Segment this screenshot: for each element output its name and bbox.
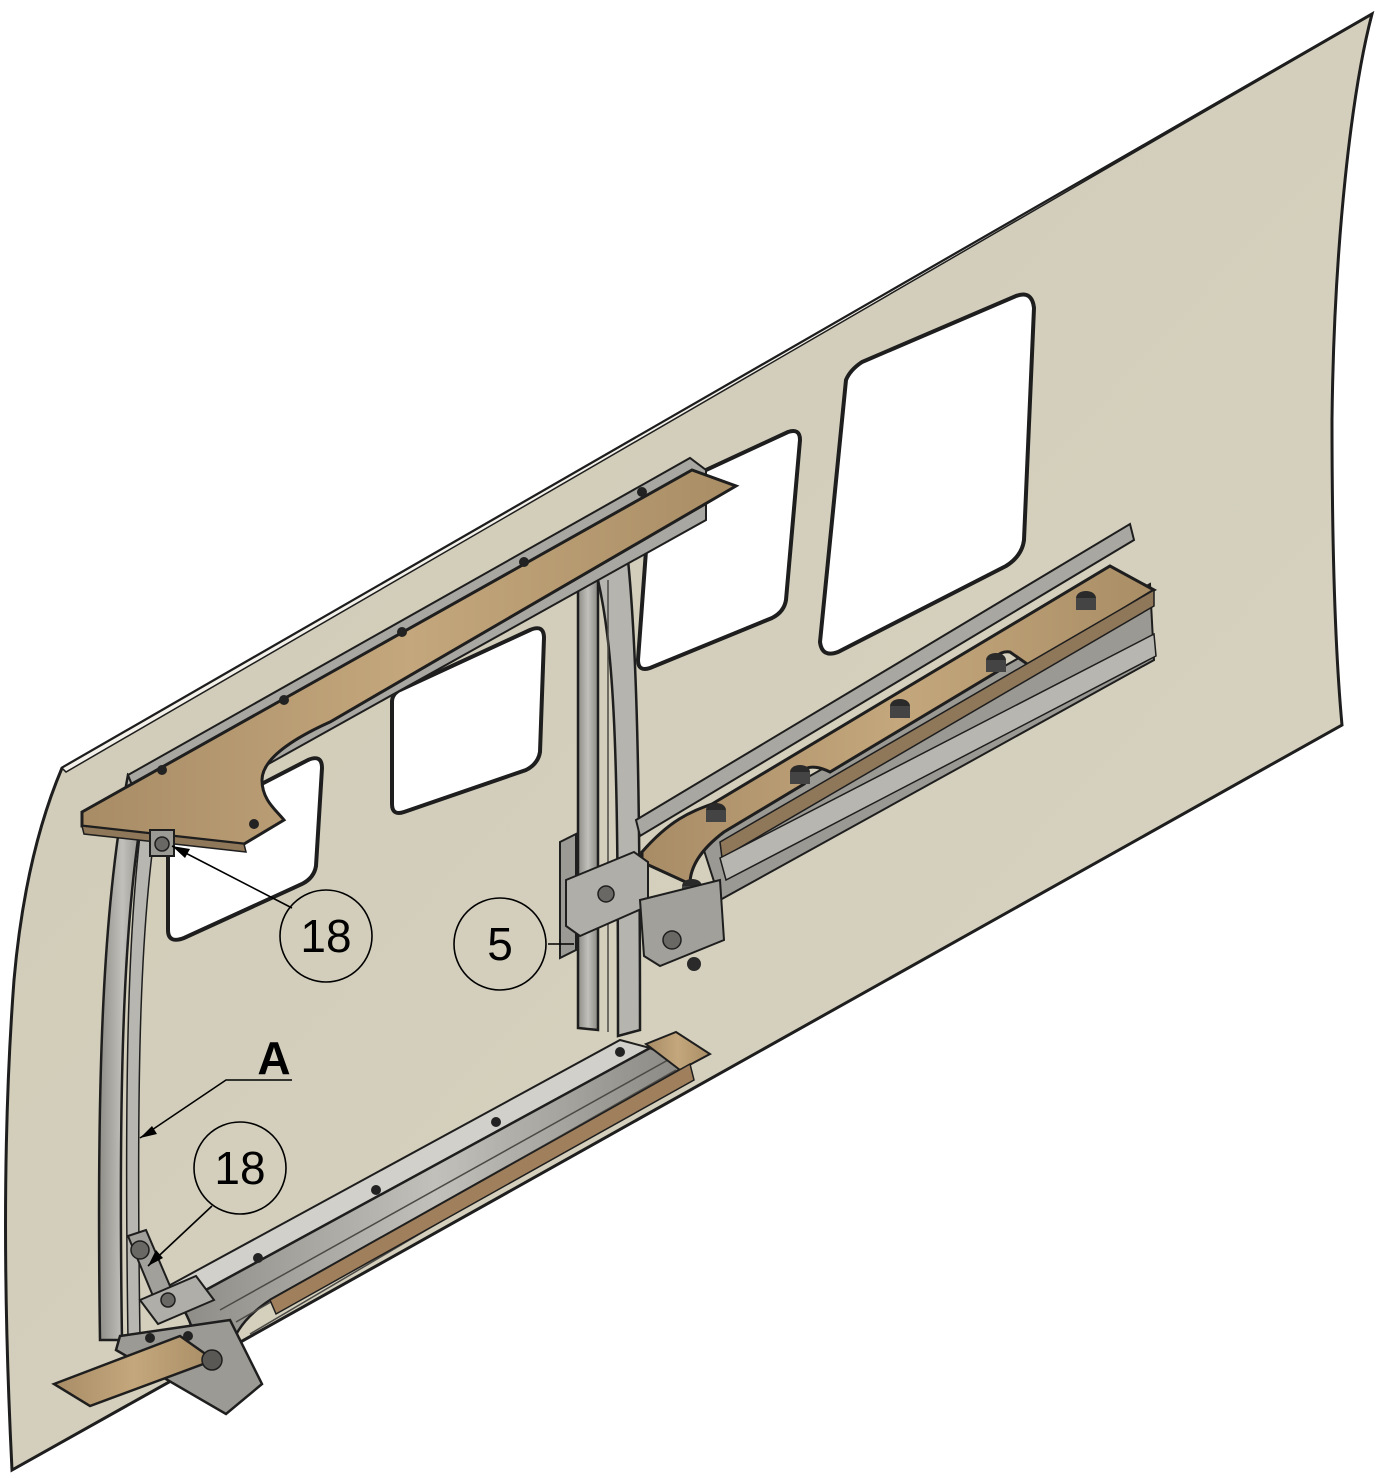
bolt [790, 765, 810, 784]
center-hinge-bracket [559, 832, 726, 971]
leader-line-A [139, 1079, 292, 1139]
top-left-bracket [149, 829, 175, 857]
callout-number: 5 [487, 918, 513, 970]
leader-line-18-top [171, 845, 293, 909]
arrowhead [148, 1250, 163, 1266]
bolt [706, 803, 726, 822]
rivet [519, 557, 529, 567]
rivet [371, 1185, 381, 1195]
callout-5: 5 [453, 897, 547, 991]
section-label: A [257, 1032, 290, 1084]
rivet [157, 765, 167, 775]
section-label-A: A [257, 1032, 290, 1084]
rivet [615, 1047, 625, 1057]
window-4 [817, 292, 1037, 656]
callout-number: 18 [300, 910, 351, 962]
window-2 [390, 626, 547, 815]
bottom-left-latch [51, 1228, 264, 1416]
rivet [397, 627, 407, 637]
arrowhead [172, 846, 190, 858]
right-wood-rail [634, 522, 1157, 902]
rivet [279, 695, 289, 705]
callout-leaders [139, 845, 574, 1267]
window-cutouts [166, 292, 1037, 942]
arrowhead [140, 1126, 157, 1138]
rivet [249, 819, 259, 829]
rivet [491, 1117, 501, 1127]
callout-18-top: 18 [279, 889, 373, 983]
top-wood-rail [80, 456, 740, 853]
bolt [986, 653, 1006, 672]
bolt [890, 699, 910, 718]
callout-number: 18 [214, 1142, 265, 1194]
callout-18-bottom: 18 [193, 1121, 287, 1215]
bolt [1076, 591, 1096, 610]
rivet [637, 487, 647, 497]
rivet [253, 1253, 263, 1263]
